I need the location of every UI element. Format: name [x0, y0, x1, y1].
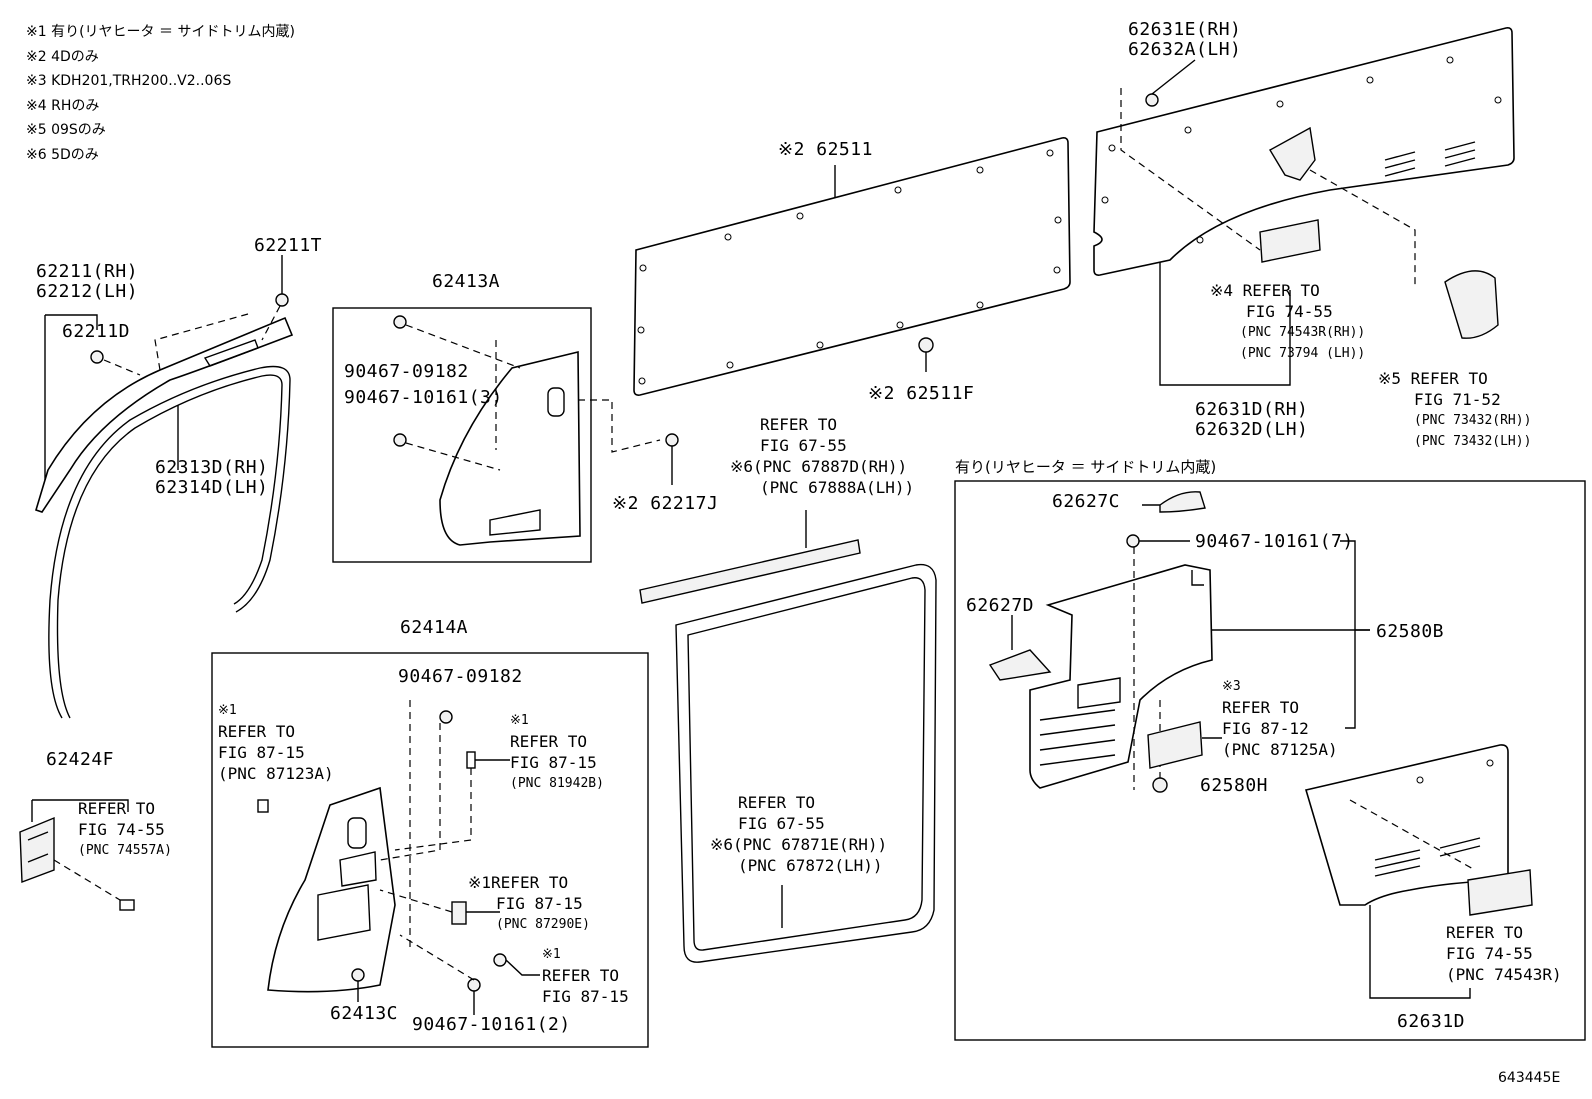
- label-62217J[interactable]: ※2 62217J: [612, 493, 719, 514]
- cover-73432: [1444, 270, 1499, 339]
- ref-fig-74-55-74543R[interactable]: REFER TO FIG 74-55 (PNC 74543R): [1446, 923, 1562, 984]
- label-62413C[interactable]: 62413C: [330, 1003, 399, 1024]
- duct-62580B: [1029, 564, 1213, 789]
- panel-62631E: [1093, 27, 1515, 276]
- figure-id: 643445E: [1498, 1070, 1561, 1086]
- note-6: ※6 5Dのみ: [26, 146, 99, 163]
- dash-62217J: [578, 399, 661, 453]
- label-62424F[interactable]: 62424F: [46, 749, 115, 770]
- panel-62631D: [1304, 744, 1509, 906]
- leader-62424F: [32, 799, 129, 812]
- label-62580H[interactable]: 62580H: [1200, 775, 1269, 796]
- quarter-trim-62414A: [267, 786, 396, 993]
- group-box-62413A: [332, 307, 592, 563]
- note-1: ※1 有り(リヤヒータ ＝ サイドトリム内蔵): [26, 24, 295, 40]
- dash-b: [405, 442, 501, 471]
- label-62211[interactable]: 62211(RH) 62212(LH): [36, 261, 139, 302]
- ref-fig-74-55-rh[interactable]: ※4 REFER TO FIG 74-55 (PNC 74543R(RH)) (…: [1210, 281, 1366, 361]
- label-62627D[interactable]: 62627D: [966, 595, 1035, 616]
- note-5: ※5 09Sのみ: [26, 122, 106, 138]
- note-4: ※4 RHのみ: [26, 97, 100, 114]
- group-box-62414A: [211, 652, 649, 1048]
- label-90467-09182-b[interactable]: 90467-09182: [398, 666, 523, 687]
- ref-fig-67-55-top[interactable]: REFER TO FIG 67-55 ※6(PNC 67887D(RH)) (P…: [730, 415, 915, 497]
- clip-62580H: [1152, 777, 1168, 793]
- ref-fig-87-15-c[interactable]: ※1REFER TO FIG 87-15 (PNC 87290E): [468, 873, 590, 932]
- label-62313D[interactable]: 62313D(RH) 62314D(LH): [155, 457, 269, 498]
- pillar-trim-62211: [35, 313, 294, 513]
- weatherstrip-67871E: [675, 563, 937, 963]
- clip-90467-09182-a: [393, 315, 407, 329]
- pad-74543R: [1467, 869, 1533, 916]
- clip-62211D: [90, 350, 141, 376]
- leader-62211b: [45, 314, 98, 330]
- dash-g: [399, 934, 475, 981]
- label-90467-10161-3[interactable]: 90467-10161(3): [344, 387, 503, 408]
- clip-62511F: [918, 337, 934, 353]
- section-title: 有り(リヤヒータ ＝ サイドトリム内蔵): [955, 458, 1217, 476]
- leader-62631E: [1151, 59, 1196, 95]
- label-62413A[interactable]: 62413A: [432, 271, 501, 292]
- clip-90467-10161-7: [1126, 534, 1140, 548]
- cap-62627D: [988, 649, 1052, 681]
- dash-f: [379, 723, 441, 861]
- label-62580B[interactable]: 62580B: [1376, 621, 1445, 642]
- label-90467-10161-7[interactable]: 90467-10161(7): [1195, 531, 1354, 552]
- clip-87123A: [257, 799, 269, 813]
- ref-fig-87-15-a[interactable]: ※1 REFER TO FIG 87-15 (PNC 87123A): [218, 703, 334, 783]
- ref-fig-67-55-mid[interactable]: REFER TO FIG 67-55 ※6(PNC 67871E(RH)) (P…: [710, 793, 888, 875]
- clip-87-15: [493, 953, 507, 967]
- label-62511[interactable]: ※2 62511: [778, 139, 873, 160]
- clip-90467-10161-3: [393, 433, 407, 447]
- clip-81942B: [466, 751, 476, 769]
- clip-90467-10161-2: [467, 978, 481, 992]
- label-62414A[interactable]: 62414A: [400, 617, 469, 638]
- dash-cap: [1309, 169, 1416, 285]
- dash-a: [405, 324, 521, 369]
- label-62631E[interactable]: 62631E(RH) 62632A(LH): [1128, 19, 1242, 60]
- ref-fig-87-15-b[interactable]: ※1 REFER TO FIG 87-15 (PNC 81942B): [510, 713, 604, 791]
- label-62631D[interactable]: 62631D(RH) 62632D(LH): [1195, 399, 1309, 440]
- label-62511F[interactable]: ※2 62511F: [868, 383, 975, 404]
- label-90467-09182-a[interactable]: 90467-09182: [344, 361, 469, 382]
- weatherstrip-62313D: [48, 365, 291, 719]
- label-62627C[interactable]: 62627C: [1052, 491, 1121, 512]
- ref-fig-87-12[interactable]: ※3 REFER TO FIG 87-12 (PNC 87125A): [1222, 679, 1338, 759]
- leader-62631D-b: [1369, 905, 1471, 999]
- bracket-87290E: [451, 901, 467, 925]
- ref-fig-71-52[interactable]: ※5 REFER TO FIG 71-52 (PNC 73432(RH)) (P…: [1378, 369, 1532, 449]
- weatherstrip-67887D: [639, 539, 861, 604]
- clip-90467-09182-b: [439, 710, 453, 724]
- clip-62217J: [665, 433, 679, 447]
- dash-62631E: [1120, 88, 1261, 251]
- notes-block: ※1 有り(リヤヒータ ＝ サイドトリム内蔵) ※2 4Dのみ ※3 KDH20…: [26, 20, 295, 167]
- clip-62413C: [351, 968, 365, 982]
- grille-87125A: [1147, 721, 1203, 769]
- note-2: ※2 4Dのみ: [26, 48, 99, 65]
- label-62631D-b[interactable]: 62631D: [1397, 1011, 1466, 1032]
- clip-62211T: [261, 255, 289, 341]
- label-62211T[interactable]: 62211T: [254, 235, 323, 256]
- cap-62627C: [1159, 491, 1206, 513]
- ref-fig-87-15-d[interactable]: ※1 REFER TO FIG 87-15: [542, 947, 629, 1006]
- label-62211D[interactable]: 62211D: [62, 321, 131, 342]
- clip-62631E: [1145, 93, 1159, 107]
- ref-fig-74-55-74557A[interactable]: REFER TO FIG 74-55 (PNC 74557A): [78, 799, 172, 858]
- label-90467-10161-2[interactable]: 90467-10161(2): [412, 1014, 571, 1035]
- quarter-trim-62413A: [439, 350, 581, 546]
- group-box-rear-heater: [954, 480, 1586, 1041]
- panel-62511: [633, 137, 1071, 396]
- bracket-62424F: [19, 816, 135, 911]
- note-3: ※3 KDH201,TRH200..V2..06S: [26, 73, 232, 89]
- leader-62631D: [1159, 262, 1291, 386]
